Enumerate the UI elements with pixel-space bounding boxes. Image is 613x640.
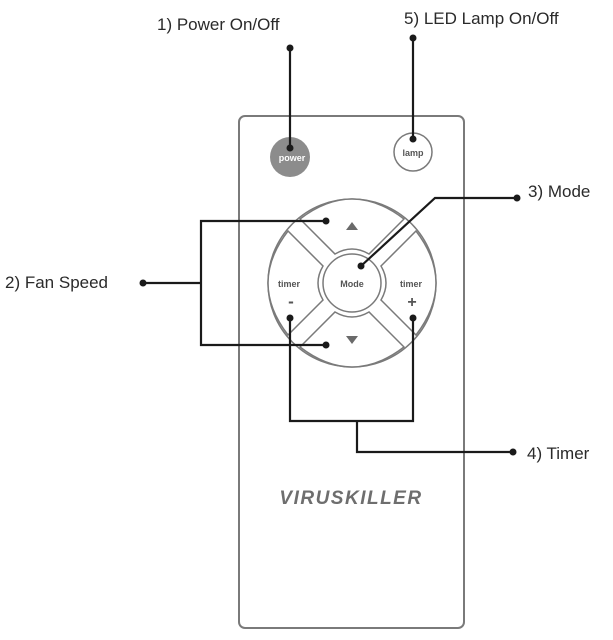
triangle-up-icon xyxy=(346,222,358,230)
lamp-leader-dot-top xyxy=(409,34,417,42)
power-leader-dot-top xyxy=(286,44,294,52)
power-button-label: power xyxy=(279,153,306,163)
fan-speed-leader-dot-label xyxy=(139,279,147,287)
timer-minus-symbol: - xyxy=(288,292,294,311)
mode-button[interactable]: Mode xyxy=(322,253,382,313)
callout-led-lamp: 5) LED Lamp On/Off xyxy=(404,9,559,28)
timer-dot-plus xyxy=(409,314,417,322)
timer-leader-line xyxy=(355,421,513,454)
callout-mode: 3) Mode xyxy=(528,182,590,201)
timer-plus-symbol: + xyxy=(407,294,416,311)
mode-leader-dot-label xyxy=(513,194,521,202)
fan-speed-dot-up xyxy=(322,217,330,225)
remote-body xyxy=(238,115,465,629)
fan-speed-dot-down xyxy=(322,341,330,349)
timer-bracket xyxy=(288,318,415,423)
mode-button-label: Mode xyxy=(340,279,364,289)
timer-minus-label: timer xyxy=(278,279,301,289)
lamp-leader-dot-target xyxy=(409,135,417,143)
fan-speed-up-button[interactable] xyxy=(298,198,406,255)
mode-leader-line xyxy=(360,196,517,267)
timer-dot-minus xyxy=(286,314,294,322)
timer-plus-label: timer xyxy=(400,279,423,289)
brand-logo: VIRUSKILLER xyxy=(279,488,422,509)
timer-minus-button[interactable]: timer - xyxy=(267,229,324,337)
timer-leader-dot-label xyxy=(509,448,517,456)
lamp-button-label: lamp xyxy=(402,148,424,158)
fan-speed-down-button[interactable] xyxy=(298,311,406,368)
triangle-down-icon xyxy=(346,336,358,344)
callout-fan-speed: 2) Fan Speed xyxy=(5,273,108,292)
mode-leader-dot-target xyxy=(357,262,365,270)
callout-power: 1) Power On/Off xyxy=(157,15,280,34)
power-leader-dot-target xyxy=(286,144,294,152)
timer-plus-button[interactable]: timer + xyxy=(380,229,437,337)
callout-timer: 4) Timer xyxy=(527,444,590,463)
power-button[interactable]: power xyxy=(270,137,310,177)
